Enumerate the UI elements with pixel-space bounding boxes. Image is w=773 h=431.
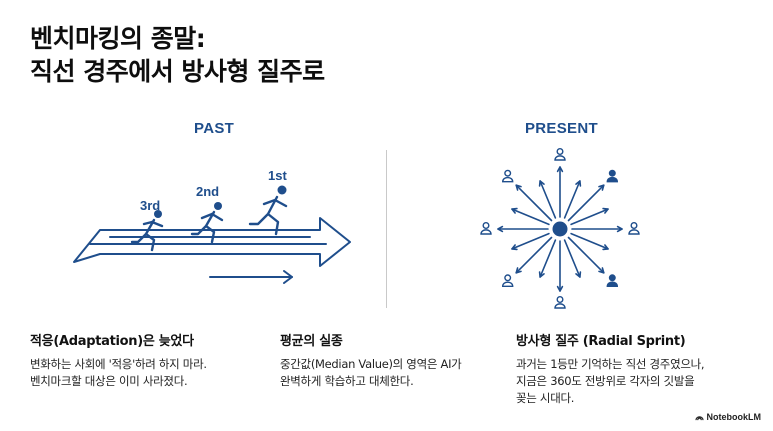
radial-arrow-head-icon xyxy=(602,244,609,251)
lower-arrow-head-icon xyxy=(283,270,293,284)
radial-arrow-icon xyxy=(567,184,605,222)
radial-arrow-icon xyxy=(539,239,557,278)
title-line-2: 직선 경주에서 방사형 질주로 xyxy=(30,57,325,86)
radial-arrow-head-icon xyxy=(538,271,545,278)
radial-arrow-icon xyxy=(567,236,605,274)
radial-sprint-illustration xyxy=(480,147,640,309)
radial-arrow-head-icon xyxy=(515,184,522,191)
radial-arrow-icon xyxy=(570,208,609,226)
rank-second: 2nd xyxy=(196,184,219,199)
column-heading: 적응(Adaptation)은 늦었다 xyxy=(30,334,194,349)
column-body: 과거는 1등만 기억하는 직선 경주였으나, 지금은 360도 전방위로 각자의… xyxy=(516,356,705,407)
notebooklm-brand: NotebookLM xyxy=(694,412,762,422)
person-icon xyxy=(628,221,640,235)
radial-arrow-head-icon xyxy=(538,180,545,187)
runner-icon xyxy=(190,202,224,244)
radial-arrow-icon xyxy=(539,180,557,219)
rank-third: 3rd xyxy=(140,198,160,213)
radial-arrow-head-icon xyxy=(515,267,522,274)
column-line: 벤치마크할 대상은 이미 사라졌다. xyxy=(30,374,188,388)
column-heading: 방사형 질주 (Radial Sprint) xyxy=(516,334,686,349)
column-adaptation: 적응(Adaptation)은 늦었다 변화하는 사회에 '적응'하려 하지 마… xyxy=(30,330,207,390)
radial-arrow-head-icon xyxy=(598,267,605,274)
radial-arrow-icon xyxy=(515,184,553,222)
person-icon xyxy=(501,169,514,183)
person-icon xyxy=(606,169,619,183)
radial-arrow-head-icon xyxy=(556,285,564,292)
radial-arrow-head-icon xyxy=(602,207,609,214)
page-title: 벤치마킹의 종말: 직선 경주에서 방사형 질주로 xyxy=(30,22,590,88)
radial-arrow-icon xyxy=(511,208,550,226)
radial-arrows xyxy=(497,166,623,292)
title-line-1: 벤치마킹의 종말: xyxy=(30,24,206,53)
radial-arrow-icon xyxy=(563,180,581,219)
radial-arrow-head-icon xyxy=(497,225,504,233)
column-line: 완벽하게 학습하고 대체한다. xyxy=(280,374,414,388)
column-heading: 평균의 실종 xyxy=(280,334,343,349)
radial-arrow-icon xyxy=(511,232,550,250)
track-arrow-icon xyxy=(73,217,351,267)
column-line: 과거는 1등만 기억하는 직선 경주였으나, xyxy=(516,357,705,371)
notebooklm-logo-icon xyxy=(694,415,704,420)
person-icon xyxy=(554,147,566,161)
brand-name: NotebookLM xyxy=(706,412,762,422)
center-dot-icon xyxy=(552,221,568,237)
radial-arrow-head-icon xyxy=(511,244,518,251)
column-line: 중간값(Median Value)의 영역은 AI가 xyxy=(280,357,462,371)
column-radial: 방사형 질주 (Radial Sprint) 과거는 1등만 기억하는 직선 경… xyxy=(516,330,705,407)
radial-arrow-icon xyxy=(515,236,553,274)
column-line: 지금은 360도 전방위로 각자의 깃발을 xyxy=(516,374,695,388)
runner-icon xyxy=(130,210,164,252)
column-median: 평균의 실종 중간값(Median Value)의 영역은 AI가 완벽하게 학… xyxy=(280,330,462,390)
person-icon xyxy=(606,274,619,288)
person-icon xyxy=(480,221,492,235)
divider xyxy=(386,150,387,308)
column-body: 변화하는 사회에 '적응'하려 하지 마라. 벤치마크할 대상은 이미 사라졌다… xyxy=(30,356,207,390)
radial-arrow-head-icon xyxy=(616,225,623,233)
radial-arrow-head-icon xyxy=(511,207,518,214)
person-icon xyxy=(501,274,514,288)
column-body: 중간값(Median Value)의 영역은 AI가 완벽하게 학습하고 대체한… xyxy=(280,356,462,390)
person-icon xyxy=(554,295,566,309)
radial-arrow-icon xyxy=(570,232,609,250)
radial-arrow-head-icon xyxy=(598,184,605,191)
present-label: PRESENT xyxy=(525,120,598,137)
radial-arrow-head-icon xyxy=(556,166,564,173)
runner-icon xyxy=(248,185,288,236)
past-label: PAST xyxy=(194,120,235,137)
radial-arrow-head-icon xyxy=(575,271,582,278)
radial-arrow-head-icon xyxy=(575,180,582,187)
rank-first: 1st xyxy=(268,168,287,183)
column-line: 변화하는 사회에 '적응'하려 하지 마라. xyxy=(30,357,207,371)
radial-arrow-icon xyxy=(563,239,581,278)
column-line: 꽂는 시대다. xyxy=(516,391,575,405)
linear-race-illustration: 3rd 2nd 1st xyxy=(73,168,351,284)
